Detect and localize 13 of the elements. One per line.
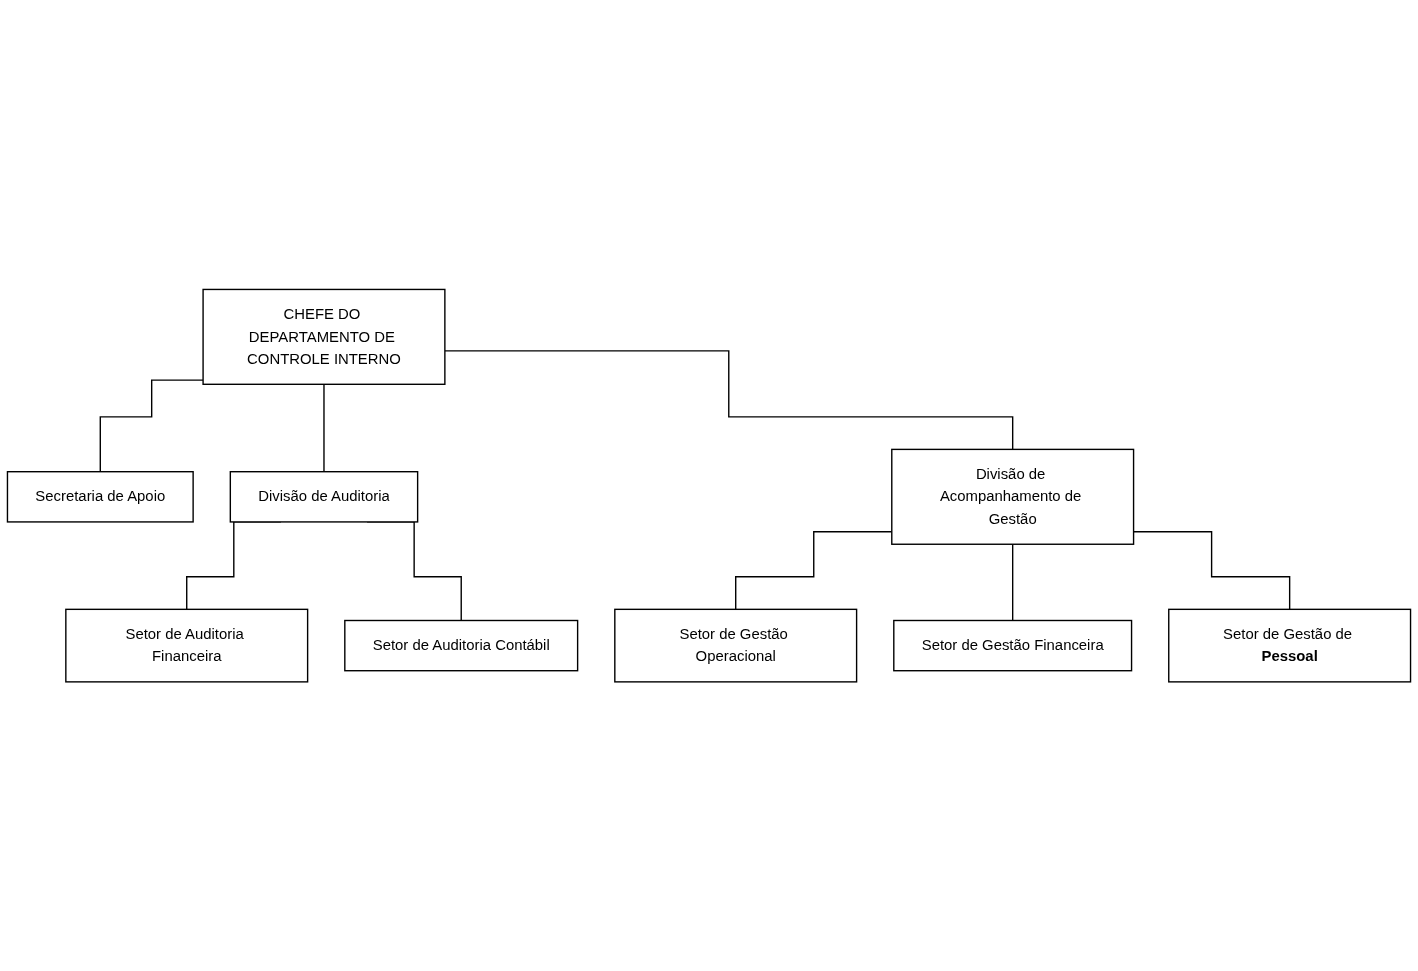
connector — [99, 379, 204, 473]
node-box: Secretaria de Apoio — [6, 470, 194, 523]
connector — [323, 383, 325, 473]
connector — [444, 350, 1014, 450]
node-box: Setor de Gestão Operacional — [614, 608, 858, 683]
node-box: Setor de Gestão Financeira — [893, 619, 1133, 672]
node-box: Setor de Auditoria Financeira — [65, 608, 309, 683]
node-box: Divisão de Auditoria — [229, 470, 419, 523]
node-box: Divisão de Acompanhamento de Gestão — [891, 448, 1135, 545]
node-box: CHEFE DO DEPARTAMENTO DE CONTROLE INTERNO — [202, 288, 446, 385]
node-box: Setor de Auditoria Contábil — [344, 619, 579, 672]
connector — [1012, 543, 1014, 622]
node-box: Setor de Gestão de Pessoal — [1168, 608, 1412, 683]
